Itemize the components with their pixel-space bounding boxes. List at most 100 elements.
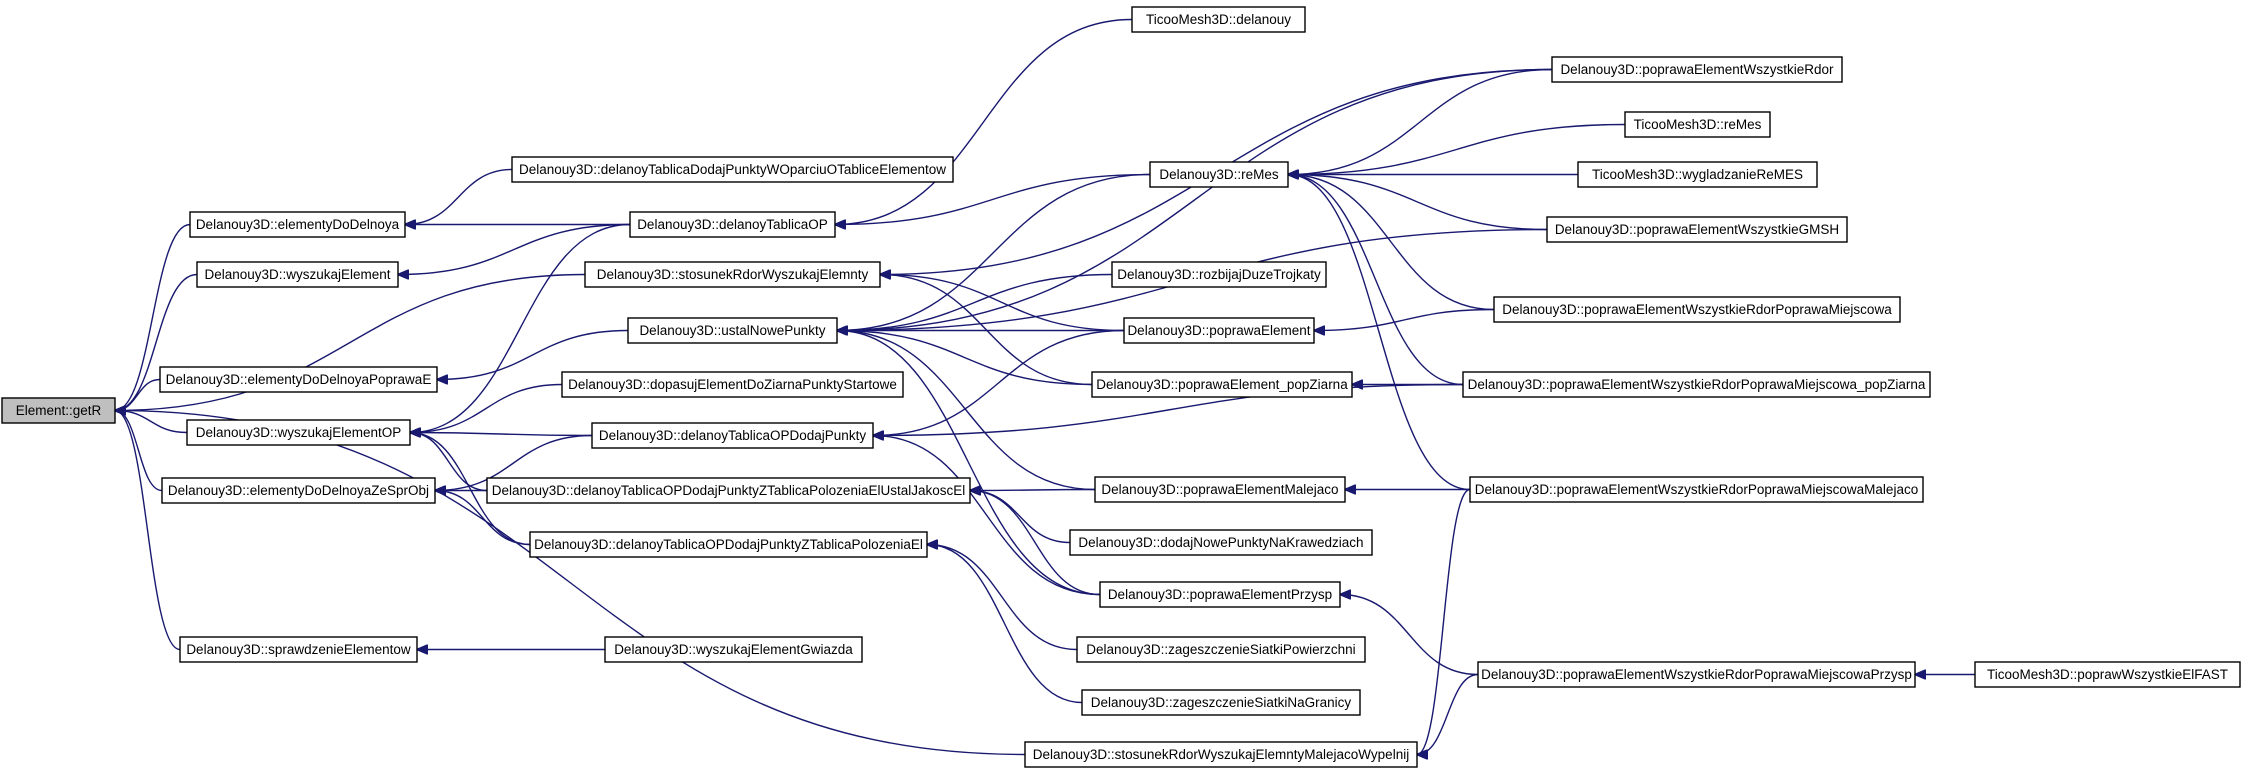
edge-pEWRPMPrzysp-to-poprawaElementPrzysp xyxy=(1340,595,1479,676)
edge-reMes-to-delanoyTablicaOP xyxy=(835,173,1151,225)
node-delanoyTablicaOPDodajPunkty[interactable]: Delanouy3D::delanoyTablicaOPDodajPunkty xyxy=(591,422,874,449)
node-box xyxy=(179,636,418,663)
node-wyszukajElementOP[interactable]: Delanouy3D::wyszukajElementOP xyxy=(186,419,411,446)
node-zageszczenieSiatkiNaGranicy[interactable]: Delanouy3D::zageszczenieSiatkiNaGranicy xyxy=(1081,689,1361,716)
node-poprawaElementPrzysp[interactable]: Delanouy3D::poprawaElementPrzysp xyxy=(1099,581,1341,608)
node-poprawaElement_popZiarna[interactable]: Delanouy3D::poprawaElement_popZiarna xyxy=(1091,371,1353,398)
node-box xyxy=(529,531,928,558)
node-label: Delanouy3D::poprawaElementPrzysp xyxy=(1108,587,1332,602)
node-pEWRPMPrzysp[interactable]: Delanouy3D::poprawaElementWszystkieRdorP… xyxy=(1477,661,1916,688)
node-poprawaElementMalejaco[interactable]: Delanouy3D::poprawaElementMalejaco xyxy=(1094,476,1346,503)
node-pEWRdor[interactable]: Delanouy3D::poprawaElementWszystkieRdor xyxy=(1551,56,1843,83)
node-pEWGMSH[interactable]: Delanouy3D::poprawaElementWszystkieGMSH xyxy=(1546,216,1848,243)
node-poprawaElement[interactable]: Delanouy3D::poprawaElement xyxy=(1123,317,1315,344)
node-wyszukajElementGwiazda[interactable]: Delanouy3D::wyszukajElementGwiazda xyxy=(604,636,863,663)
edge-delanoyTablicaOPDodajPunkty-to-elementyDoDelnoyaZeSprObj xyxy=(435,434,593,491)
node-label: Delanouy3D::elementyDoDelnoyaZeSprObj xyxy=(168,483,429,498)
node-box xyxy=(1111,261,1327,288)
edge-elementyDoDelnoyaPoprawaE-to-getR xyxy=(115,378,161,411)
node-ticooDelanouy[interactable]: TicooMesh3D::delanouy xyxy=(1131,6,1306,33)
node-elementyDoDelnoyaPoprawaE[interactable]: Delanouy3D::elementyDoDelnoyaPoprawaE xyxy=(159,366,438,393)
node-zageszczenieSiatkiPowierzchni[interactable]: Delanouy3D::zageszczenieSiatkiPowierzchn… xyxy=(1076,636,1366,663)
node-label: Delanouy3D::poprawaElementWszystkieRdorP… xyxy=(1468,377,1926,392)
node-ticooPoprawWszystkieElFAST[interactable]: TicooMesh3D::poprawWszystkieElFAST xyxy=(1974,661,2241,688)
node-elementyDoDelnoyaZeSprObj[interactable]: Delanouy3D::elementyDoDelnoyaZeSprObj xyxy=(161,477,436,504)
edge-poprawaElementMalejaco-to-dTOPDPZTPElUstalJakoscEl xyxy=(970,490,1096,491)
node-box xyxy=(584,261,881,288)
edge-poprawaElementMalejaco-to-ustalNowePunkty xyxy=(837,331,1096,491)
node-pEWRPM_popZiarna[interactable]: Delanouy3D::poprawaElementWszystkieRdorP… xyxy=(1462,371,1931,398)
node-label: Element::getR xyxy=(16,403,102,418)
node-label: Delanouy3D::ustalNowePunkty xyxy=(639,323,825,338)
node-label: TicooMesh3D::wygladzanieReMES xyxy=(1592,167,1803,182)
node-box xyxy=(1469,476,1924,503)
node-box xyxy=(1477,661,1916,688)
edge-elementyDoDelnoyaZeSprObj-to-getR xyxy=(115,411,163,492)
node-dTDodajPunktyWOparciu[interactable]: Delanouy3D::delanoyTablicaDodajPunktyWOp… xyxy=(511,156,954,183)
node-label: Delanouy3D::stosunekRdorWyszukajElemntyM… xyxy=(1033,747,1409,762)
edge-pEWRdor-to-ustalNowePunkty xyxy=(837,68,1553,331)
node-ticooReMes[interactable]: TicooMesh3D::reMes xyxy=(1624,111,1771,138)
node-rozbijajDuzeTrojkaty[interactable]: Delanouy3D::rozbijajDuzeTrojkaty xyxy=(1111,261,1327,288)
node-stosunekRdorMalejacoWypelnij[interactable]: Delanouy3D::stosunekRdorWyszukajElemntyM… xyxy=(1024,741,1418,768)
node-dTOPDPZTPEl[interactable]: Delanouy3D::delanoyTablicaOPDodajPunktyZ… xyxy=(529,531,928,558)
node-label: Delanouy3D::poprawaElementWszystkieGMSH xyxy=(1555,222,1839,237)
edge-ticooDelanouy-to-delanoyTablicaOP xyxy=(835,18,1133,225)
node-box xyxy=(1551,56,1843,83)
node-dTOPDPZTPElUstalJakoscEl[interactable]: Delanouy3D::delanoyTablicaOPDodajPunktyZ… xyxy=(486,477,971,504)
node-label: Delanouy3D::wyszukajElement xyxy=(204,267,390,282)
node-delanoyTablicaOP[interactable]: Delanouy3D::delanoyTablicaOP xyxy=(629,211,836,238)
node-dodajNowePunktyNaKrawedziach[interactable]: Delanouy3D::dodajNowePunktyNaKrawedziach xyxy=(1069,529,1373,556)
node-box xyxy=(1131,6,1306,33)
edge-pEWRdor-to-reMes xyxy=(1288,68,1553,175)
node-box xyxy=(1624,111,1771,138)
edge-delanoyTablicaOPDodajPunkty-to-wyszukajElementOP xyxy=(410,433,593,436)
node-label: Delanouy3D::stosunekRdorWyszukajElemnty xyxy=(597,267,869,282)
node-ticooWygladzanieReMES[interactable]: TicooMesh3D::wygladzanieReMES xyxy=(1577,161,1818,188)
edge-dodajNowePunktyNaKrawedziach-to-dTOPDPZTPElUstalJakoscEl xyxy=(970,491,1071,544)
node-label: Delanouy3D::wyszukajElementOP xyxy=(196,425,402,440)
node-label: Delanouy3D::delanoyTablicaOPDodajPunktyZ… xyxy=(492,483,966,498)
node-box xyxy=(604,636,863,663)
node-label: Delanouy3D::rozbijajDuzeTrojkaty xyxy=(1117,267,1321,282)
node-label: Delanouy3D::elementyDoDelnoya xyxy=(196,217,400,232)
node-label: Delanouy3D::reMes xyxy=(1159,167,1279,182)
node-label: Delanouy3D::poprawaElement_popZiarna xyxy=(1096,377,1348,392)
node-box xyxy=(186,419,411,446)
edge-pEWRPM-to-poprawaElement xyxy=(1314,308,1495,331)
node-pEWRPM[interactable]: Delanouy3D::poprawaElementWszystkieRdorP… xyxy=(1493,296,1901,323)
node-pEWRPMMalejaco[interactable]: Delanouy3D::poprawaElementWszystkieRdorP… xyxy=(1469,476,1924,503)
edge-stosunekRdorWyszukajElemnty-to-getR xyxy=(115,273,586,411)
edge-dopasujElementDoZiarna-to-wyszukajElementOP xyxy=(410,383,563,433)
node-reMes[interactable]: Delanouy3D::reMes xyxy=(1149,161,1289,188)
edge-stosunekRdorMalejacoWypelnij-to-getR xyxy=(115,411,1026,756)
node-box xyxy=(1493,296,1901,323)
node-ustalNowePunkty[interactable]: Delanouy3D::ustalNowePunkty xyxy=(627,317,838,344)
node-box xyxy=(1024,741,1418,768)
edge-poprawaElement-to-stosunekRdorWyszukajElemnty xyxy=(880,275,1125,332)
edge-poprawaElement_popZiarna-to-ustalNowePunkty xyxy=(837,331,1093,386)
node-box xyxy=(486,477,971,504)
node-getR[interactable]: Element::getR xyxy=(1,397,116,424)
node-elementyDoDelnoya[interactable]: Delanouy3D::elementyDoDelnoya xyxy=(189,211,406,238)
node-box xyxy=(1081,689,1361,716)
node-box xyxy=(1123,317,1315,344)
node-dopasujElementDoZiarna[interactable]: Delanouy3D::dopasujElementDoZiarnaPunkty… xyxy=(561,371,904,398)
node-label: Delanouy3D::wyszukajElementGwiazda xyxy=(614,642,853,657)
node-label: Delanouy3D::elementyDoDelnoyaPoprawaE xyxy=(166,372,432,387)
node-sprawdzenieElementow[interactable]: Delanouy3D::sprawdzenieElementow xyxy=(179,636,418,663)
node-box xyxy=(159,366,438,393)
node-box xyxy=(1091,371,1353,398)
node-label: Delanouy3D::poprawaElementWszystkieRdorP… xyxy=(1475,482,1918,497)
edge-pEWRPM_popZiarna-to-reMes xyxy=(1288,175,1464,386)
edge-poprawaElement-to-delanoyTablicaOPDodajPunkty xyxy=(873,329,1125,436)
edge-dTDodajPunktyWOparciu-to-elementyDoDelnoya xyxy=(405,168,513,225)
node-box xyxy=(591,422,874,449)
edge-ticooReMes-to-reMes xyxy=(1288,123,1626,175)
node-label: Delanouy3D::dodajNowePunktyNaKrawedziach xyxy=(1078,535,1363,550)
edge-dTOPDPZTPEl-to-elementyDoDelnoyaZeSprObj xyxy=(435,491,531,546)
node-stosunekRdorWyszukajElemnty[interactable]: Delanouy3D::stosunekRdorWyszukajElemnty xyxy=(584,261,881,288)
node-wyszukajElement[interactable]: Delanouy3D::wyszukajElement xyxy=(196,261,399,288)
node-box xyxy=(196,261,399,288)
